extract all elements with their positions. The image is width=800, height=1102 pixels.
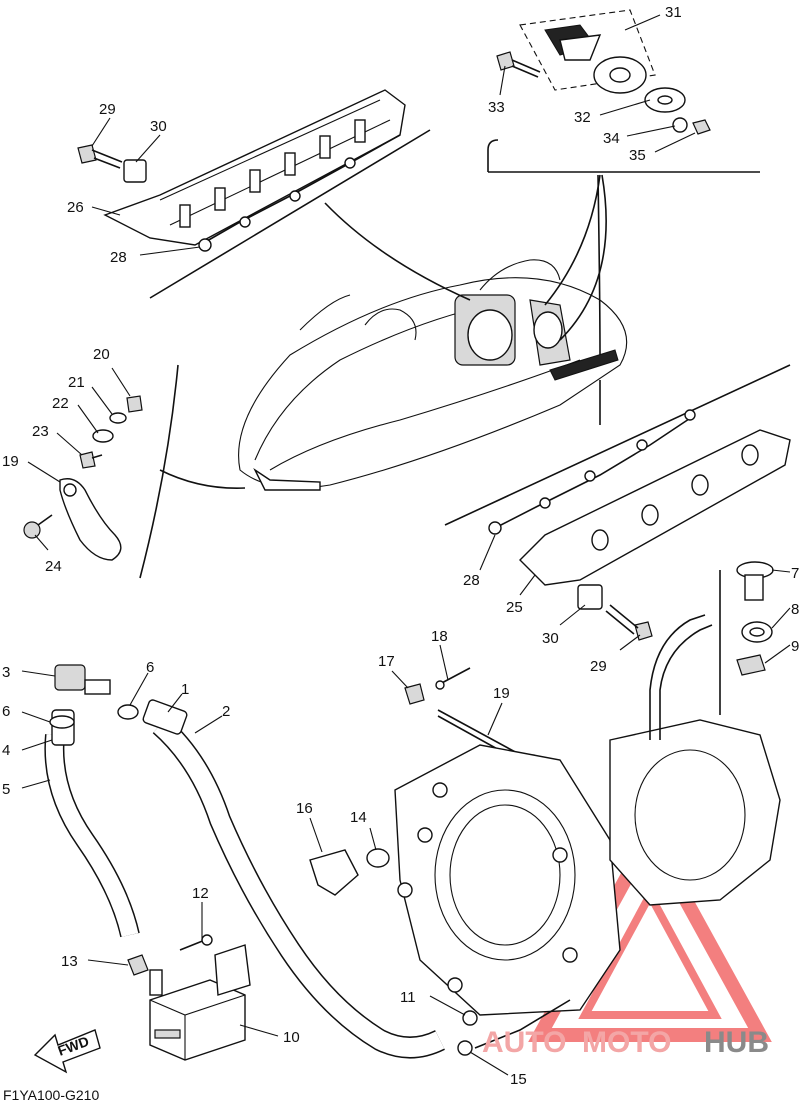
callout-31: 31 (665, 4, 682, 21)
bolt-33 (496, 51, 541, 78)
callout-30-top: 30 (150, 118, 167, 135)
washer-22 (109, 412, 127, 424)
callout-28-top: 28 (110, 249, 127, 266)
callout-labels: 29 30 26 28 31 32 33 34 35 20 21 22 23 1… (2, 4, 799, 1088)
panel-top-left (77, 89, 431, 299)
bolt-25 (23, 514, 53, 539)
callout-16: 16 (296, 800, 313, 817)
clamp-15 (457, 1040, 473, 1056)
callout-3: 3 (2, 664, 10, 681)
catch-31 (544, 24, 602, 61)
leader-lines (159, 174, 607, 489)
watercraft-hull (238, 259, 628, 491)
cover-16 (309, 849, 359, 896)
nut-35 (692, 119, 711, 135)
callout-24: 23 (32, 423, 49, 440)
gasket-32 (644, 87, 686, 113)
clamp-6-left (49, 715, 75, 729)
bracket-26 (488, 409, 791, 586)
callout-23: 22 (52, 395, 69, 412)
callout-22: 21 (68, 374, 85, 391)
diagram-code: F1YA100-G210 (3, 1087, 99, 1102)
svg-text:MOTO: MOTO (582, 1026, 671, 1059)
callout-8: 8 (791, 601, 799, 618)
callout-25: 24 (45, 558, 62, 575)
callout-7: 7 (791, 565, 799, 582)
callout-13: 13 (61, 953, 78, 970)
box-group (127, 934, 251, 1061)
washer-23 (92, 429, 114, 443)
callout-17: 17 (378, 653, 395, 670)
bolt-24 (79, 451, 103, 469)
callout-6-left: 6 (2, 703, 10, 720)
watermark-text: AUTO MOTO HUB (482, 1026, 769, 1059)
callout-20: 19 (2, 453, 19, 470)
callout-15: 15 (510, 1071, 527, 1088)
callout-11: 11 (400, 989, 416, 1006)
callout-12: 12 (192, 885, 209, 902)
svg-text:AUTO: AUTO (482, 1026, 566, 1059)
panel-top-right (487, 9, 760, 173)
collar-30-right (577, 584, 603, 610)
callout-33: 33 (488, 99, 505, 116)
base-plate (593, 56, 647, 94)
callout-29-right: 29 (590, 658, 607, 675)
callout-27: 26 (67, 199, 84, 216)
callout-10: 10 (283, 1029, 300, 1046)
callout-5: 5 (2, 781, 10, 798)
grommet-14 (366, 848, 390, 868)
handle-20 (59, 478, 122, 561)
bracket-27 (103, 89, 406, 252)
clamp-6-right (117, 704, 139, 720)
callout-19: 19 (493, 685, 510, 702)
panel-right (444, 364, 791, 641)
small-parts (309, 667, 535, 896)
callout-9: 9 (791, 638, 799, 655)
drain-plug-group (719, 561, 774, 715)
callout-14: 14 (350, 809, 367, 826)
callout-6-right: 6 (146, 659, 154, 676)
svg-text:HUB: HUB (704, 1026, 769, 1059)
pipe-stub (149, 969, 163, 996)
callout-21: 20 (93, 346, 110, 363)
bolt-29-right (605, 604, 653, 641)
callout-30-right: 30 (542, 630, 559, 647)
callout-35: 35 (629, 147, 646, 164)
hose-1 (142, 699, 188, 735)
washer-34 (672, 117, 688, 133)
bolt-29-top (77, 144, 123, 169)
callout-18: 18 (431, 628, 448, 645)
callout-26: 25 (506, 599, 523, 616)
hose-group (44, 664, 445, 1059)
fitting-3 (54, 664, 111, 695)
nut-21 (126, 395, 143, 413)
panel-left (23, 364, 179, 579)
callout-29-top: 29 (99, 101, 116, 118)
engine-plate (394, 614, 781, 1056)
callout-34: 34 (603, 130, 620, 147)
clip-13 (127, 954, 149, 976)
clamp-11 (462, 1010, 478, 1026)
fwd-arrow: FWD (33, 1029, 101, 1074)
callout-32: 32 (574, 109, 591, 126)
pin-12 (179, 934, 213, 951)
clip-9 (736, 654, 766, 676)
callout-leaders (21, 14, 791, 1076)
callout-28-right: 28 (463, 572, 480, 589)
holder-17 (404, 683, 425, 705)
callout-4: 4 (2, 742, 10, 759)
collar-30-top (123, 159, 147, 183)
callout-2: 2 (222, 703, 230, 720)
callout-1: 1 (181, 681, 189, 698)
